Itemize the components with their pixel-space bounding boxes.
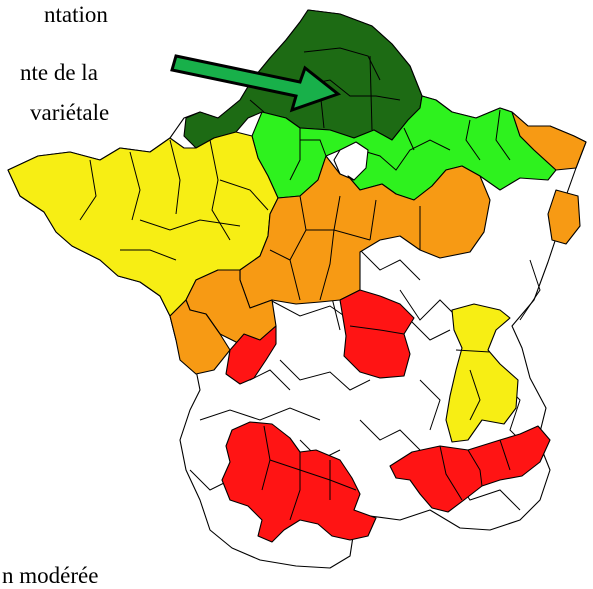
red-auvergne-borders (349, 325, 405, 335)
region-strong-auvergne (339, 289, 415, 379)
yellow-alps-borders (455, 349, 491, 421)
france-department-map (7, 9, 587, 569)
region-strong-charente (225, 325, 277, 385)
arrow-icon (170, 54, 342, 113)
red-provence-borders (439, 439, 511, 501)
paris-area (333, 141, 369, 181)
region-medium-high-alps (445, 303, 519, 443)
region-strong-south (221, 421, 377, 543)
arrow-indicator (170, 54, 342, 113)
region-medium-east-north (511, 111, 587, 171)
orange-internal-borders (269, 195, 421, 301)
yellow-internal-borders (79, 139, 269, 261)
region-medium-east (547, 189, 581, 245)
light-green-internal-borders (289, 109, 511, 181)
red-south-borders (261, 425, 357, 521)
